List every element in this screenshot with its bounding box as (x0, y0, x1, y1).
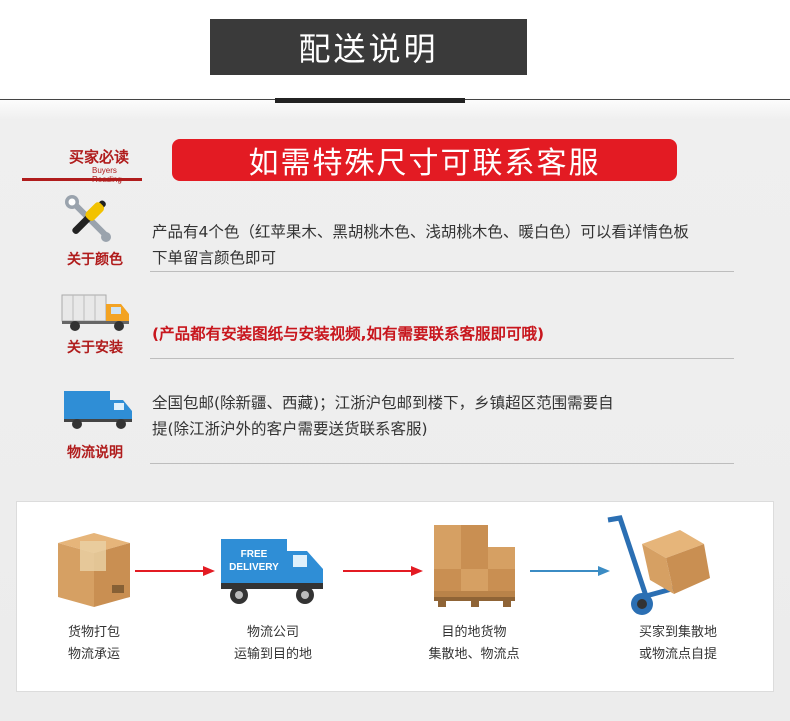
row-text-line: 下单留言颜色即可 (152, 249, 277, 267)
delivery-truck-icon (64, 391, 132, 429)
blue-arrow-icon (530, 566, 610, 576)
tools-icon (65, 195, 111, 242)
row-label-install: 关于安装 (67, 340, 123, 356)
truck-icon (61, 294, 129, 331)
row-text-color: 产品有4个色（红苹果木、黑胡桃木色、浅胡桃木色、暖白色）可以看详情色板 下单留言… (152, 219, 689, 271)
row-divider (150, 271, 734, 272)
step-line: 目的地货物 (441, 625, 507, 640)
step-line: 买家到集散地 (638, 625, 717, 640)
step-line: 集散地、物流点 (428, 647, 520, 662)
row-text-install: (产品都有安装图纸与安装视频,如有需要联系客服即可哦) (152, 321, 544, 347)
step-line: 或物流点自提 (638, 647, 717, 662)
row-text-line: (产品都有安装图纸与安装视频,如有需要联系客服即可哦) (152, 325, 545, 343)
package-box-icon (58, 533, 130, 607)
row-divider (150, 358, 734, 359)
step-pickup: 买家到集散地 或物流点自提 (613, 622, 743, 666)
step-depot: 目的地货物 集散地、物流点 (409, 622, 539, 666)
red-arrow-icon (135, 566, 215, 576)
truck-sign-line: FREE (241, 549, 268, 560)
row-divider (150, 463, 734, 464)
step-line: 货物打包 (67, 625, 120, 640)
header-divider-accent (275, 98, 465, 103)
step-transport: 物流公司 运输到目的地 (208, 622, 338, 666)
step-packing: 货物打包 物流承运 (29, 622, 159, 666)
red-arrow-icon (343, 566, 423, 576)
hand-truck-icon (607, 515, 710, 615)
row-label-color: 关于颜色 (67, 252, 123, 268)
stacked-boxes-icon (434, 525, 515, 607)
row-text-logistics: 全国包邮(除新疆、西藏)；江浙沪包邮到楼下，乡镇超区范围需要自 提(除江浙沪外的… (152, 390, 614, 442)
page-title: 配送说明 (210, 19, 527, 75)
buyers-reading-underline (22, 178, 142, 181)
buyers-reading-cn: 买家必读 (69, 148, 130, 166)
row-text-line: 提(除江浙沪外的客户需要送货联系客服) (152, 420, 428, 438)
row-text-line: 产品有4个色（红苹果木、黑胡桃木色、浅胡桃木色、暖白色）可以看详情色板 (152, 223, 689, 241)
delivery-flow-panel: 货物打包 物流承运 FREE DELIVERY 物流公司 运输到目的地 目的地货… (16, 501, 774, 692)
step-line: 运输到目的地 (233, 647, 312, 662)
step-line: 物流公司 (246, 625, 299, 640)
free-delivery-truck-icon: FREE DELIVERY (221, 539, 323, 604)
step-line: 物流承运 (67, 647, 120, 662)
buyers-reading-en: Buyers Reading (92, 166, 122, 184)
buyers-reading-label: 买家必读 Buyers Reading (22, 143, 142, 184)
truck-sign-line: DELIVERY (229, 562, 279, 573)
special-size-banner: 如需特殊尺寸可联系客服 (172, 139, 677, 181)
row-label-logistics: 物流说明 (67, 445, 123, 461)
row-text-line: 全国包邮(除新疆、西藏)；江浙沪包邮到楼下，乡镇超区范围需要自 (152, 394, 614, 412)
